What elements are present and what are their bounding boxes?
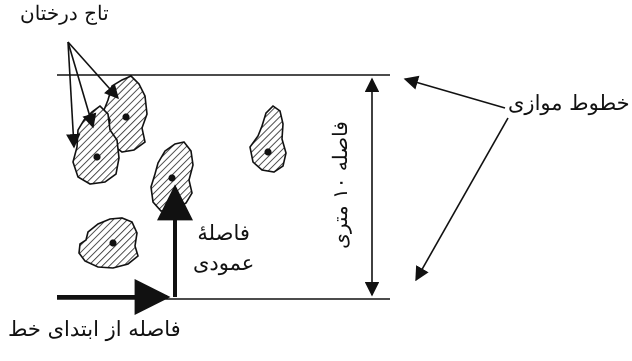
tree-crown-3 xyxy=(150,141,194,212)
crown-label-arrow-3 xyxy=(66,41,81,149)
parallel-label-arrow-bottom xyxy=(415,117,509,282)
crown-label-arrow-1 xyxy=(67,41,119,100)
tree-crown-4 xyxy=(249,104,287,173)
perpendicular-distance-label-line2: عمودی xyxy=(193,251,255,276)
parallel-label-arrow-top xyxy=(403,75,506,109)
parallel-lines-label: خطوط موازی xyxy=(508,91,630,115)
crown-label-arrow-2 xyxy=(67,41,97,129)
tree-crown-5 xyxy=(78,217,139,269)
perpendicular-distance-label: فاصلۀ عمودی xyxy=(193,218,254,279)
perpendicular-distance-label-line1: فاصلۀ xyxy=(197,221,250,245)
tree-crowns-label: تاج درختان xyxy=(20,1,109,25)
distance-from-start-label: فاصله از ابتدای خط xyxy=(8,317,181,341)
line-spacing-label: فاصله ۱۰ متری xyxy=(328,121,352,249)
